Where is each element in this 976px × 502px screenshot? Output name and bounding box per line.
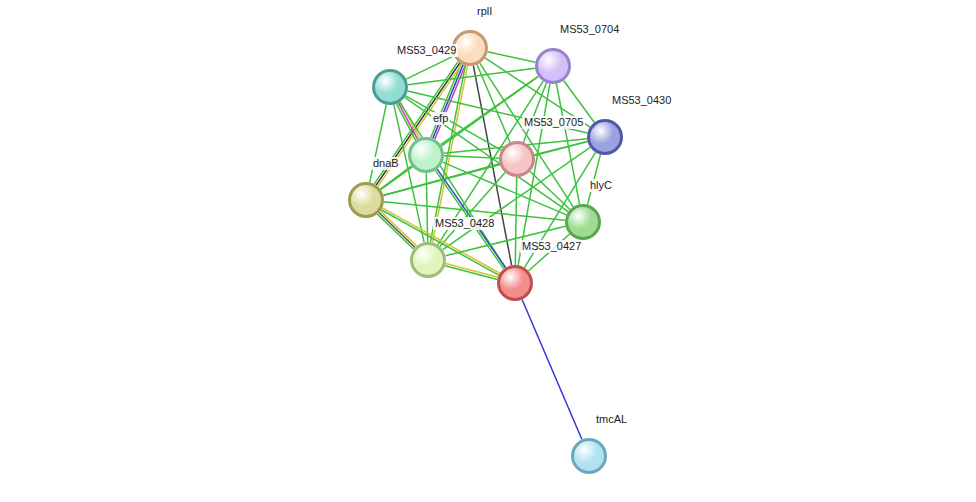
edge-line — [523, 83, 546, 142]
protein-node: MS53_0430 — [587, 119, 623, 155]
edge-line — [394, 105, 424, 243]
edge-line — [522, 300, 582, 440]
protein-node: hlyC — [565, 204, 601, 240]
interaction-edge — [515, 177, 516, 265]
edge-line — [398, 103, 417, 139]
node-label: MS53_0705 — [522, 116, 585, 129]
edge-line — [488, 52, 536, 62]
interaction-edge — [408, 68, 535, 84]
edge-line — [383, 164, 499, 196]
edge-line — [406, 56, 454, 79]
node-label: efp — [431, 112, 450, 125]
edge-line — [445, 266, 497, 280]
node-label: MS53_0427 — [520, 240, 583, 253]
node-label: MS53_0704 — [558, 23, 621, 36]
edge-line — [446, 264, 498, 278]
edge-line — [444, 156, 499, 158]
protein-node: MS53_0428 — [410, 242, 446, 278]
interaction-edge — [394, 105, 424, 243]
interaction-edge — [383, 164, 499, 196]
protein-node: MS53_0429 — [372, 69, 408, 105]
protein-node: efp — [408, 137, 444, 173]
node-label: dnaB — [371, 157, 401, 170]
protein-node: MS53_0427 — [497, 265, 533, 301]
edge-line — [377, 214, 413, 249]
interaction-edge — [406, 56, 454, 79]
interaction-edge — [444, 156, 499, 158]
interaction-edge — [488, 52, 536, 62]
interaction-edge — [523, 83, 546, 142]
edge-line — [408, 68, 535, 84]
edge-line — [440, 173, 505, 247]
protein-node: MS53_0705 — [499, 141, 535, 177]
edge-line — [477, 65, 510, 143]
edge-line — [530, 171, 570, 209]
node-label: rplI — [475, 5, 494, 18]
edge-line — [515, 177, 516, 265]
interaction-edge — [408, 91, 588, 133]
edge-line — [408, 91, 588, 133]
interaction-edge — [477, 65, 510, 143]
node-label: MS53_0428 — [433, 217, 496, 230]
node-label: hlyC — [588, 179, 614, 192]
protein-node: MS53_0704 — [535, 48, 571, 84]
edge-line — [370, 105, 387, 183]
interaction-edge — [530, 171, 570, 209]
interaction-edge — [440, 173, 505, 247]
node-label: MS53_0430 — [610, 94, 673, 107]
node-label: MS53_0429 — [395, 44, 458, 57]
protein-node: tmcAL — [571, 438, 607, 474]
protein-node: dnaB — [348, 182, 384, 218]
interaction-edge — [445, 264, 498, 280]
interaction-edge — [522, 300, 582, 440]
node-label: tmcAL — [594, 413, 629, 426]
interaction-edge — [370, 105, 387, 183]
